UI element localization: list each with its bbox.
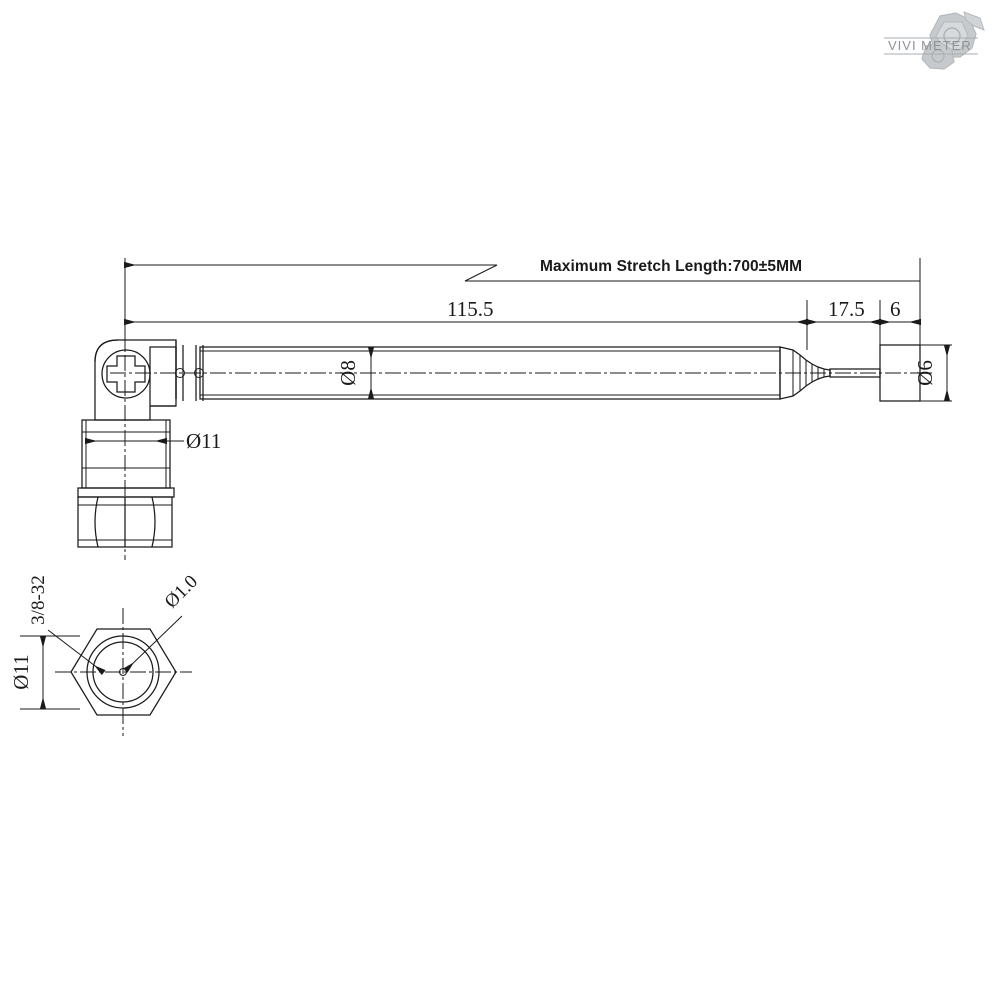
dimension-dia-8: Ø8: [336, 347, 375, 399]
dia-hex-across-label: Ø11: [9, 654, 33, 689]
gear-icon: [921, 11, 985, 70]
hexnut-chamfer-1: [94, 496, 99, 548]
max-stretch-label: Maximum Stretch Length:700±5MM: [540, 258, 802, 275]
body-barrel-outline: [81, 419, 171, 489]
leader-thread-spec: [47, 629, 106, 676]
end-view-hexnut: [55, 608, 192, 736]
elbow-round-corner: [94, 339, 119, 363]
elbow-right-edge: [150, 340, 177, 407]
watermark-logo: VIVI METER: [884, 11, 985, 70]
cross-slot-icon: [106, 355, 146, 393]
callout-thread-spec: 3/8-32: [28, 575, 106, 676]
side-view-tube-body: [110, 345, 935, 401]
screw-head-circle: [101, 349, 151, 399]
hexnut-outline: [77, 496, 173, 548]
dimension-max-stretch: Maximum Stretch Length:700±5MM: [124, 258, 921, 350]
dimension-dia-6: Ø6: [913, 344, 952, 402]
dimension-17-5: 17.5: [806, 297, 881, 350]
dimension-6: 6: [879, 297, 921, 326]
dia-endcap-label: Ø6: [913, 360, 937, 386]
washer-outline: [77, 487, 175, 498]
callout-dia-bore: Ø1.0: [123, 571, 202, 673]
length-endcap-label: 6: [890, 297, 901, 321]
dim-line-max-jog: [464, 264, 498, 282]
dia-bore-label: Ø1.0: [161, 571, 202, 612]
dimension-dia-11-body: Ø11: [85, 429, 221, 453]
leader-dia-bore: [123, 615, 183, 673]
hexnut-chamfer-2: [151, 496, 156, 548]
dimension-115-5: 115.5: [124, 297, 808, 350]
dia-body-label: Ø11: [186, 429, 221, 453]
dia-tube-label: Ø8: [336, 360, 360, 386]
length-main-label: 115.5: [447, 297, 493, 321]
length-taper-label: 17.5: [828, 297, 865, 321]
dimension-dia-11-hex: Ø11: [9, 635, 80, 710]
watermark-text: VIVI METER: [888, 38, 972, 53]
thread-spec-label: 3/8-32: [28, 575, 49, 625]
side-view-elbow: [77, 330, 177, 560]
